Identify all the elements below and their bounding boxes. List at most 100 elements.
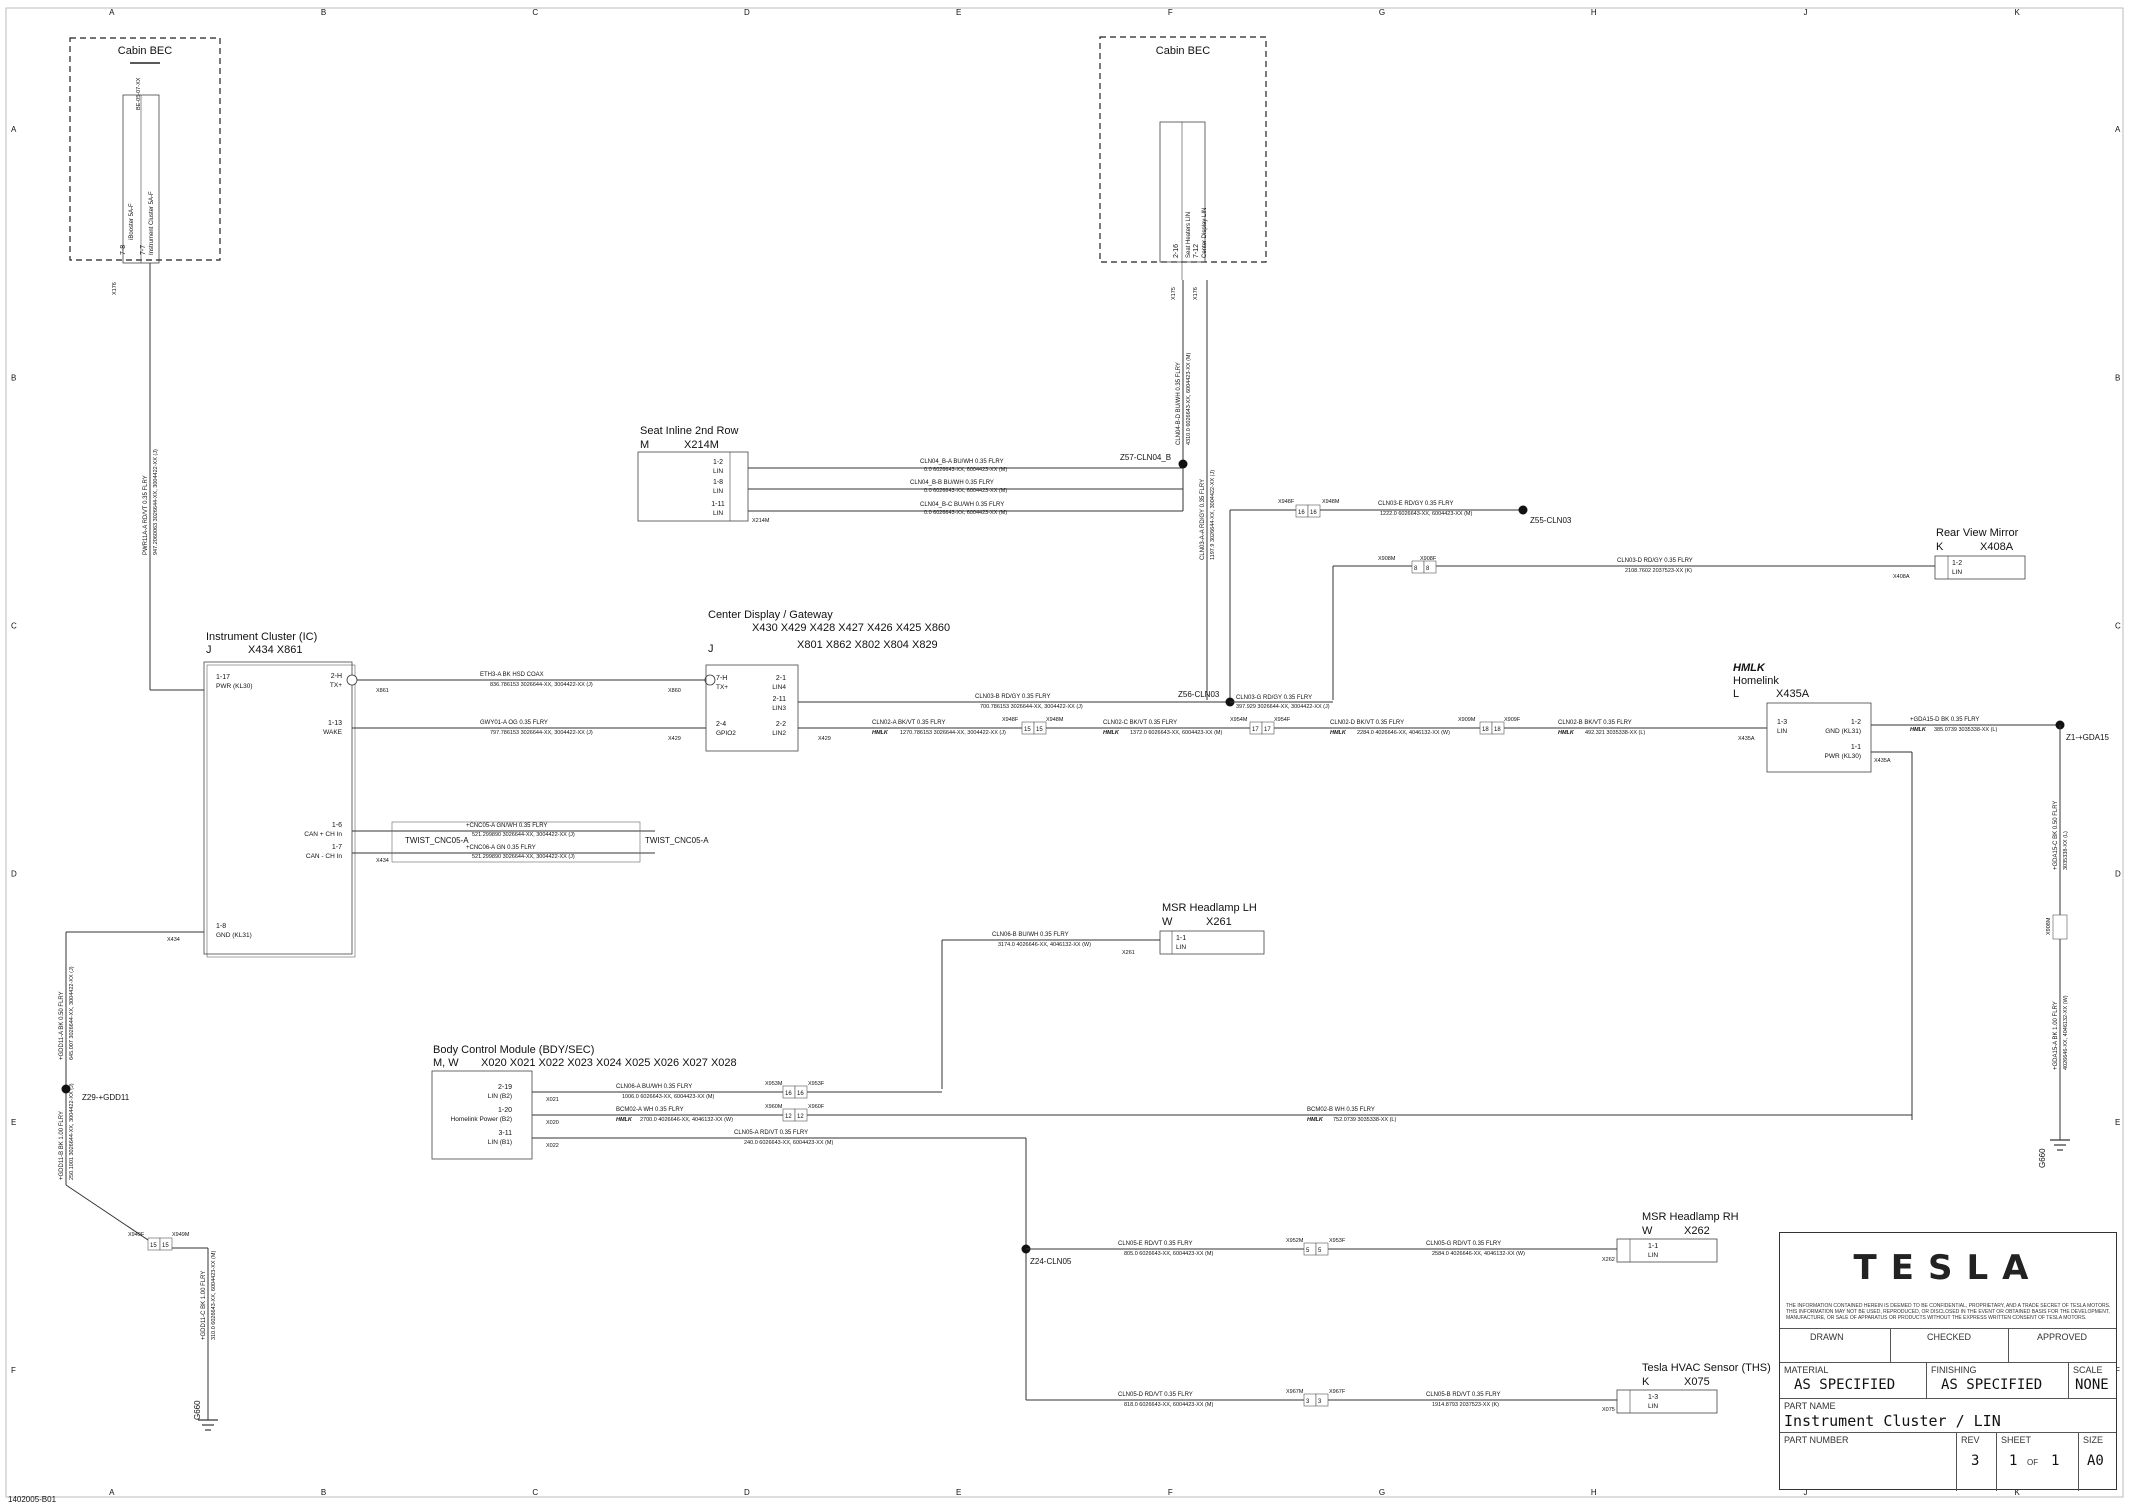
lin-p17b: 17 — [1264, 727, 1271, 733]
tb-material-label: MATERIAL — [1784, 1365, 1829, 1375]
bcm-pin-3-name: LIN (B1) — [488, 1139, 512, 1146]
ic-conn-gnd: X434 — [167, 937, 180, 943]
ic-pin-2: 1-13 — [328, 720, 342, 727]
msr-rh-wire-1: CLN05-E RD/VT 0.35 FLRY — [1118, 1241, 1192, 1247]
homelink-gnd-part: 385.0739 3035338-XX (L) — [1934, 727, 1997, 733]
lin-x948f: X948F — [1002, 717, 1019, 723]
tb-rev: 3 — [1971, 1453, 1980, 1469]
splice-z56-label: Z56-CLN03 — [1178, 690, 1220, 699]
splice-z1-label: Z1-+GDA15 — [2066, 733, 2109, 742]
bcm-pin-2-name: Homelink Power (B2) — [451, 1116, 512, 1123]
msr-rh-wire-2: CLN05-G RD/VT 0.35 FLRY — [1426, 1241, 1501, 1247]
seat-inline-code: M — [640, 439, 649, 451]
left-gnd-wire-3: +GDD11-C BK 1.00 FLRY — [201, 1271, 207, 1340]
bcm-pin-3: 3-11 — [499, 1130, 513, 1137]
bcm-connectors: X020 X021 X022 X023 X024 X025 X026 X027 … — [481, 1057, 737, 1069]
homelink-pin-2-name: GND (KL31) — [1825, 728, 1861, 735]
bcm-wire-2-part: 2700.0 4026646-XX, 4046132-XX (W) — [640, 1117, 733, 1123]
ic-conn-can: X434 — [376, 858, 389, 864]
tb-part-number-label: PART NUMBER — [1784, 1435, 1849, 1445]
cabin-bec-right-pin1: 2-16 — [1173, 244, 1180, 258]
mirror-p1: 8 — [1414, 566, 1418, 572]
cd-pin-5: 2-2 — [776, 721, 786, 728]
tb-part-name-label: PART NAME — [1784, 1401, 1836, 1411]
homelink-title: Homelink — [1733, 675, 1779, 687]
hvac-code: K — [1642, 1376, 1650, 1388]
instrument-cluster: Instrument Cluster (IC) J X434 X861 1-17… — [167, 631, 389, 958]
bcm-c1b: X953F — [808, 1081, 825, 1087]
homelink-pin-1-name: LIN — [1777, 728, 1787, 735]
lin-x909m: X909M — [1458, 717, 1476, 723]
bcm-n2b: 12 — [797, 1114, 804, 1120]
seat-pin-1-name: LIN — [713, 468, 723, 475]
bcm-wire-3: CLN05-A RD/VT 0.35 FLRY — [734, 1130, 808, 1136]
hvac-pin: 1-3 — [1648, 1394, 1658, 1401]
lin-p15b: 15 — [1036, 727, 1043, 733]
cd-connectors2: X801 X862 X802 X804 X829 — [797, 639, 938, 651]
wire-cln03b: CLN03-B RD/GY 0.35 FLRY — [975, 694, 1050, 700]
bcm-pin-1-conn: X021 — [546, 1097, 559, 1103]
msr-rh-pin-name: LIN — [1648, 1252, 1658, 1259]
tb-number-row: PART NUMBER REV 3 SHEET 1 OF 1 SIZE A0 — [1780, 1432, 2116, 1491]
seat-wire-2-part: 0.0 6026643-XX, 6004423-XX (M) — [924, 488, 1007, 494]
hmlk-tag-6: HMLK — [616, 1117, 633, 1123]
seat-wire-3-part: 0.0 6026643-XX, 6004423-XX (M) — [924, 510, 1007, 516]
cabin-bec-left-pin2: 7-7 — [140, 245, 147, 255]
can-wire-1-part: 521.299890 3026644-XX, 3004422-XX (J) — [472, 832, 575, 838]
z55-wire: CLN03-E RD/GY 0.35 FLRY — [1378, 501, 1453, 507]
cabin-bec-left-title: Cabin BEC — [118, 45, 172, 57]
cabin-bec-right-conn1: X175 — [1171, 287, 1177, 300]
cd-conn-lin: X429 — [818, 736, 831, 742]
rh-n1: 5 — [1306, 1248, 1310, 1254]
rear-view-mirror: Rear View Mirror K X408A 1-2 LIN X408A — [1893, 527, 2026, 580]
ic-pin-1-name: PWR (KL30) — [216, 683, 252, 690]
grid-row-C-left: C — [11, 621, 17, 630]
bcm02b-part: 752.0739 3035338-XX (L) — [1333, 1117, 1396, 1123]
left-gnd-part-1: 645.007 3026644-XX, 3004422-XX (J) — [69, 966, 75, 1060]
grid-col-D-bottom: D — [744, 1488, 750, 1497]
cabin-bec-left-pin2-label: Instrument Cluster 5A-F — [149, 191, 155, 255]
cd-conn-tx: X860 — [668, 688, 681, 694]
grid-row-A-left: A — [11, 125, 17, 134]
hvac-c2: X967F — [1329, 1389, 1346, 1395]
homelink-conn2: X435A — [1874, 758, 1891, 764]
tb-size: A0 — [2087, 1453, 2104, 1469]
mirror-code: K — [1936, 541, 1944, 553]
title-block: TESLA THE INFORMATION CONTAINED HEREIN I… — [1779, 1232, 2117, 1491]
mirror-pin: 1-2 — [1952, 560, 1962, 567]
grid-col-C-top: C — [532, 8, 538, 17]
grid-col-B-top: B — [321, 8, 326, 17]
tb-sheet-total: 1 — [2051, 1453, 2060, 1469]
left-gnd-wire-2: +GDD11-B BK 1.00 FLRY — [59, 1111, 65, 1180]
msr-lh-pin-name: LIN — [1176, 944, 1186, 951]
bcm-wire-1: CLN06-A BU/WH 0.35 FLRY — [616, 1084, 692, 1090]
bcm-wire-3-part: 240.0 6026643-XX, 6004423-XX (M) — [744, 1140, 833, 1146]
lin-p15a: 15 — [1024, 727, 1031, 733]
hvac-part-2: 1914.8793 2037523-XX (K) — [1432, 1402, 1499, 1408]
grid-col-A-bottom: A — [109, 1488, 115, 1497]
lin-p18b: 18 — [1494, 727, 1501, 733]
wire-cln03b-part: 700.786153 3026644-XX, 3004422-XX (J) — [980, 704, 1083, 710]
conn-x948-lin: X948F X948M 15 15 — [1002, 717, 1064, 735]
tb-sign-row: DRAWN CHECKED APPROVED — [1780, 1328, 2116, 1362]
grid-col-E-bottom: E — [956, 1488, 961, 1497]
homelink-connector: X435A — [1776, 688, 1810, 700]
cabin-bec-left-pin1: 7-8 — [120, 245, 127, 255]
cd-conn-gpio: X429 — [668, 736, 681, 742]
lin-p17a: 17 — [1252, 727, 1259, 733]
tb-size-label: SIZE — [2083, 1435, 2104, 1445]
z55-p1: 16 — [1298, 510, 1305, 516]
seat-pin-2-name: LIN — [713, 488, 723, 495]
grid-row-B-left: B — [11, 373, 16, 382]
conn-x952-rh: X952M X953F 5 5 — [1286, 1238, 1346, 1256]
hvac-n1: 3 — [1306, 1399, 1310, 1405]
tb-checked: CHECKED — [1927, 1332, 1972, 1342]
left-ground-label: G660 — [193, 1400, 202, 1420]
conn-x948-z55: X948F X948M 16 16 — [1278, 499, 1340, 518]
msr-lh-pin: 1-1 — [1176, 935, 1186, 942]
grid-row-F-right: F — [2115, 1366, 2120, 1375]
left-gnd-part-2: 250.1001 3026644-XX, 3004422-XX (J) — [69, 1083, 75, 1180]
rh-c2: X953F — [1329, 1238, 1346, 1244]
cd-title: Center Display / Gateway — [708, 609, 833, 621]
